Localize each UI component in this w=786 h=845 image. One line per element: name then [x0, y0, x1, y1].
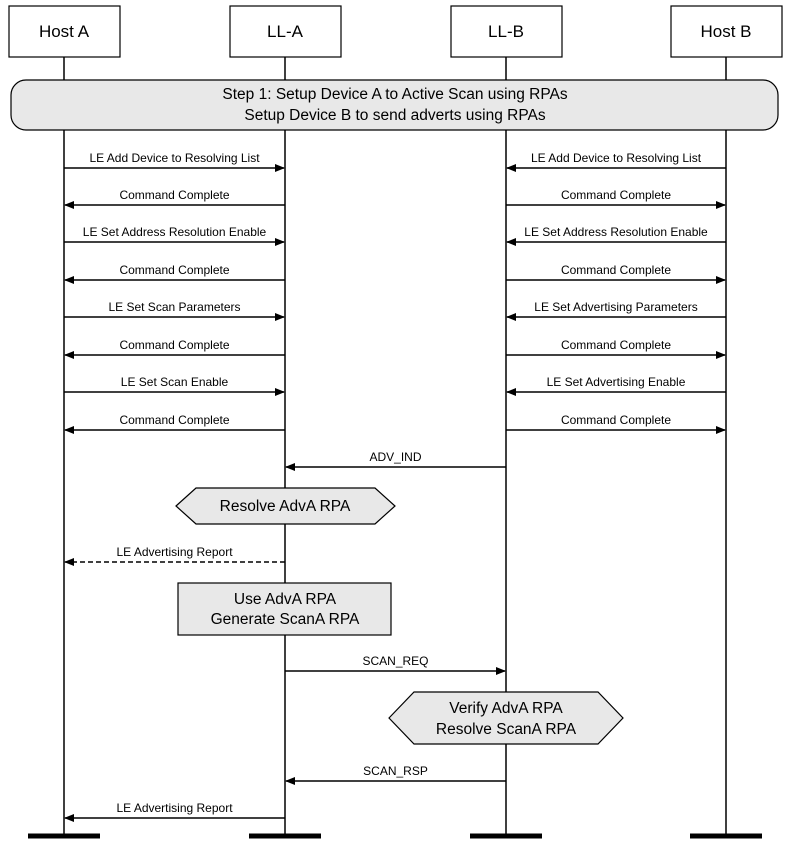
message-label: Command Complete — [561, 338, 671, 352]
message-label: Command Complete — [561, 263, 671, 277]
message-label: LE Add Device to Resolving List — [531, 151, 702, 165]
note-line: Generate ScanA RPA — [211, 611, 360, 628]
message-label: Command Complete — [561, 188, 671, 202]
message-label: SCAN_RSP — [363, 764, 428, 778]
message-label: LE Add Device to Resolving List — [89, 151, 260, 165]
step-banner-line-2: Setup Device B to send adverts using RPA… — [244, 107, 546, 124]
note-generate-scana: Use AdvA RPA Generate ScanA RPA — [177, 582, 392, 636]
actor-label: LL-B — [488, 22, 524, 41]
actor-ll-a: LL-A — [229, 5, 342, 58]
message-label: LE Advertising Report — [116, 545, 233, 559]
message-label: LE Set Scan Enable — [121, 375, 229, 389]
step-banner: Step 1: Setup Device A to Active Scan us… — [10, 79, 779, 131]
message-label: SCAN_REQ — [362, 654, 428, 668]
actor-ll-b: LL-B — [450, 5, 563, 58]
note-line: Resolve ScanA RPA — [436, 721, 577, 738]
note-line: Verify AdvA RPA — [449, 700, 563, 717]
note-line: Use AdvA RPA — [234, 591, 337, 608]
actor-label: LL-A — [267, 22, 304, 41]
note-verify-resolve: Verify AdvA RPA Resolve ScanA RPA — [388, 691, 624, 745]
message-label: LE Set Scan Parameters — [108, 300, 240, 314]
message-label: ADV_IND — [369, 450, 421, 464]
actor-host-a: Host A — [8, 5, 121, 58]
message-label: Command Complete — [119, 263, 229, 277]
step-banner-line-1: Step 1: Setup Device A to Active Scan us… — [222, 86, 567, 103]
note-line: Resolve AdvA RPA — [220, 498, 351, 515]
actor-label: Host A — [39, 22, 90, 41]
message-label: LE Advertising Report — [116, 801, 233, 815]
message-label: Command Complete — [561, 413, 671, 427]
message-label: Command Complete — [119, 338, 229, 352]
message-label: LE Set Address Resolution Enable — [83, 225, 267, 239]
message-label: LE Set Address Resolution Enable — [524, 225, 708, 239]
actor-label: Host B — [700, 22, 751, 41]
message-label: Command Complete — [119, 413, 229, 427]
note-resolve-adva: Resolve AdvA RPA — [175, 487, 396, 525]
message-label: Command Complete — [119, 188, 229, 202]
message-label: LE Set Advertising Parameters — [534, 300, 697, 314]
message-label: LE Set Advertising Enable — [547, 375, 686, 389]
actor-host-b: Host B — [670, 5, 783, 58]
message-group: LE Add Device to Resolving List LE Add De… — [64, 151, 726, 822]
